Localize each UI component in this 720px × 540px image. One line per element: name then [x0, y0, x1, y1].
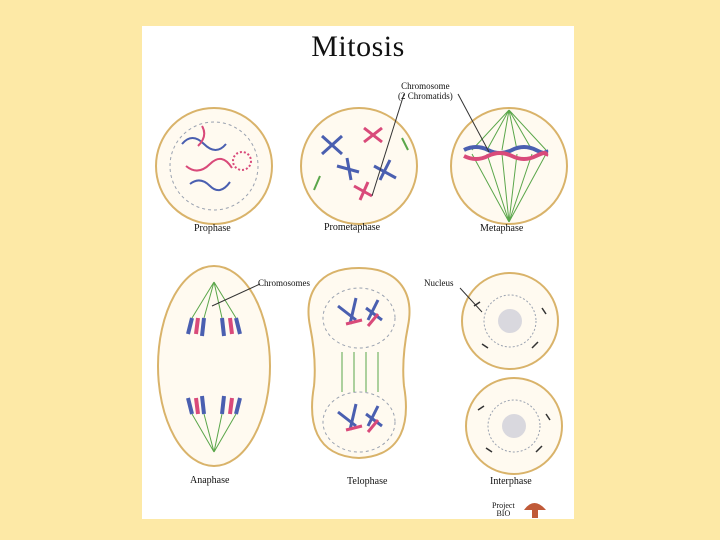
- diagram-panel: Mitosis Chromosome (2 Chromatids) Propha…: [142, 26, 574, 519]
- telophase-cell: [309, 268, 410, 458]
- interphase-cell-top: [460, 273, 558, 369]
- label-prometaphase: Prometaphase: [324, 222, 380, 233]
- logo-line2: BIO: [492, 510, 515, 518]
- nucleus-annotation: Nucleus: [424, 278, 454, 288]
- label-anaphase: Anaphase: [190, 475, 229, 486]
- interphase-cell-bottom: [466, 378, 562, 474]
- chromosome-annotation: Chromosome (2 Chromatids): [398, 81, 453, 101]
- prometaphase-cell: [301, 94, 417, 224]
- metaphase-cell: [451, 94, 567, 224]
- label-metaphase: Metaphase: [480, 223, 523, 234]
- logo-text: Project BIO: [492, 502, 515, 518]
- anaphase-cell: [158, 266, 270, 466]
- chromosome-annotation-line1: Chromosome: [398, 81, 453, 91]
- label-prophase: Prophase: [194, 223, 231, 234]
- label-telophase: Telophase: [347, 476, 387, 487]
- project-bio-mushroom-icon: [524, 503, 546, 518]
- mitosis-diagram: [142, 26, 574, 519]
- prophase-cell: [156, 108, 272, 224]
- chromosome-annotation-line2: (2 Chromatids): [398, 91, 453, 101]
- page-title: Mitosis: [142, 30, 574, 64]
- chromosomes-annotation: Chromosomes: [258, 278, 310, 288]
- label-interphase: Interphase: [490, 476, 532, 487]
